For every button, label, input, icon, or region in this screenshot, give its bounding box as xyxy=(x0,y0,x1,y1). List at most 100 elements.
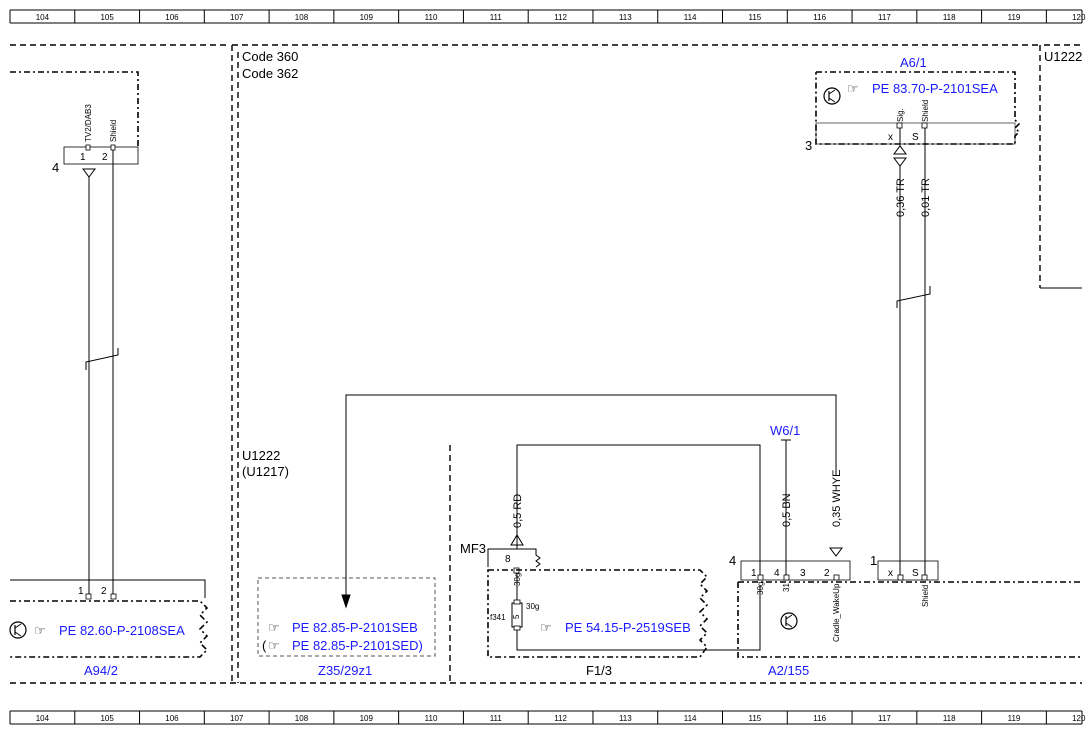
a6-1-component: A6/1 ☞ PE 83.70-P-2101SEA Sig. Shield x … xyxy=(805,55,1021,153)
ruler-column-label: 111 xyxy=(490,714,503,723)
hand-pointer-icon: ☞ xyxy=(268,620,280,635)
pin-label-shield-left: Shield xyxy=(109,120,118,142)
transistor-icon xyxy=(9,621,27,639)
ruler-column-label: 115 xyxy=(749,13,762,22)
a2-155-component: 4 1 4 3 2 30g 31 Cradle_WakeUp A2/155 xyxy=(729,553,1082,678)
ruler-column-label: 117 xyxy=(878,13,891,22)
a2-pin-label-30g: 30g xyxy=(756,582,765,595)
ruler-column-label: 118 xyxy=(943,13,956,22)
ruler-column-label: 106 xyxy=(165,714,179,723)
ruler-column-label: 104 xyxy=(36,714,50,723)
u1217-label: (U1217) xyxy=(242,464,289,479)
ruler-column-label: 112 xyxy=(554,714,567,723)
section-boundaries xyxy=(10,44,1082,684)
ruler-column-label: 114 xyxy=(684,13,697,22)
transistor-icon xyxy=(780,612,798,630)
a94-ref-link[interactable]: PE 82.60-P-2108SEA xyxy=(59,623,185,638)
a94-2-component: 1 2 ☞ PE 82.60-P-2108SEA A94/2 xyxy=(9,579,209,678)
ruler-column-label: 115 xyxy=(749,714,762,723)
ruler-column-label: 111 xyxy=(490,13,503,22)
wire-bn-label: 0,5 BN xyxy=(781,493,793,527)
ruler-column-label: 116 xyxy=(813,714,826,723)
right-connector-number: 1 xyxy=(870,553,877,568)
hand-pointer-icon: ☞ xyxy=(847,81,859,96)
a6-pin-label-sig: Sig. xyxy=(896,108,905,122)
left-top-component: TV2/DAB3 Shield 1 2 4 xyxy=(10,71,139,178)
ruler-column-label: 104 xyxy=(36,13,50,22)
ruler-column-label: 107 xyxy=(230,13,244,22)
u1222-top-label: U1222 xyxy=(1044,49,1082,64)
a2-pin-1: 1 xyxy=(751,568,757,579)
wire-rd-label: 0,5 RD xyxy=(512,494,524,528)
rd-wire xyxy=(510,444,761,575)
left-wires xyxy=(85,150,119,595)
a6-ref-link[interactable]: PE 83.70-P-2101SEA xyxy=(872,81,998,96)
hand-pointer-icon: ☞ xyxy=(268,638,280,653)
ruler-column-label: 107 xyxy=(230,714,244,723)
a94-pin-2: 2 xyxy=(101,586,107,597)
transistor-icon xyxy=(823,87,841,105)
ruler-column-label: 110 xyxy=(425,714,438,723)
a2-155-name[interactable]: A2/155 xyxy=(768,663,809,678)
ruler-column-label: 109 xyxy=(360,714,374,723)
pin-1-left: 1 xyxy=(80,152,86,163)
z35-ref1-link[interactable]: PE 82.85-P-2101SEB xyxy=(292,620,418,635)
a6-pin-label-shield: Shield xyxy=(921,100,930,122)
ruler-bottom: 104 105 106 107 108 109 110 111 112 113 114 115 116 1… xyxy=(9,710,1086,725)
code-362-label: Code 362 xyxy=(242,66,298,81)
a2-pin-2: 2 xyxy=(824,568,830,579)
ruler-column-label: 119 xyxy=(1008,714,1021,723)
ruler-column-label: 105 xyxy=(100,714,114,723)
right-pin-s: S xyxy=(912,568,919,579)
ruler-column-label: 108 xyxy=(295,714,309,723)
right-pin-label-shield: Shield xyxy=(921,585,930,607)
ruler-column-label: 113 xyxy=(619,714,632,723)
f1-3-name[interactable]: F1/3 xyxy=(586,663,612,678)
ruler-column-label: 105 xyxy=(100,13,114,22)
a2-155-number: 4 xyxy=(729,553,736,568)
w6-1-name[interactable]: W6/1 xyxy=(770,423,800,438)
a6-pin-s: S xyxy=(912,132,919,143)
a94-pin-1: 1 xyxy=(78,586,84,597)
a94-2-name[interactable]: A94/2 xyxy=(84,663,118,678)
z35-component: ☞ PE 82.85-P-2101SEB ( ☞ PE 82.85-P-2101… xyxy=(257,577,436,678)
a2-pin-4: 4 xyxy=(774,568,780,579)
ruler-column-label: 112 xyxy=(554,13,567,22)
ruler-column-label: 109 xyxy=(360,13,374,22)
whye-wire-path xyxy=(341,394,837,609)
code-360-label: Code 360 xyxy=(242,49,298,64)
w6-1-component: W6/1 xyxy=(770,423,800,575)
wire-036-tr-label: 0,36 TR xyxy=(895,178,907,217)
ruler-column-label: 118 xyxy=(943,714,956,723)
z35-ref2-link[interactable]: PE 82.85-P-2101SED) xyxy=(292,638,423,653)
a6-1-name[interactable]: A6/1 xyxy=(900,55,927,70)
pin-2-left: 2 xyxy=(102,152,108,163)
ruler-column-label: 108 xyxy=(295,13,309,22)
f1-fuse-id: f341 xyxy=(490,613,506,622)
f1-3-component: MF3 8 30g 5 30g f341 ☞ PE 54.15-P-2519SE… xyxy=(460,541,761,678)
wire-whye-label: 0,35 WHYE xyxy=(831,470,843,527)
f1-ref-link[interactable]: PE 54.15-P-2519SEB xyxy=(565,620,691,635)
a2-pin-label-cradle: Cradle_WakeUp xyxy=(832,583,841,642)
ruler-column-label: 116 xyxy=(813,13,826,22)
f1-fuse-side-label: 30g xyxy=(526,602,539,611)
hand-pointer-icon: ☞ xyxy=(540,620,552,635)
mf3-label: MF3 xyxy=(460,541,486,556)
ruler-column-label: 114 xyxy=(684,714,697,723)
right-pin-x: x xyxy=(888,568,893,579)
a6-number: 3 xyxy=(805,138,812,153)
z35-ref2-paren: ( xyxy=(262,638,267,653)
right-connector: 1 x S Shield xyxy=(870,553,939,607)
a2-pin-label-31: 31 xyxy=(782,583,791,592)
f1-fuse-value: 5 xyxy=(512,614,521,619)
a6-pin-x: x xyxy=(888,132,893,143)
ruler-column-label: 113 xyxy=(619,13,632,22)
pin-label-tv2-dab3: TV2/DAB3 xyxy=(84,104,93,142)
f1-pin-8: 8 xyxy=(505,554,511,565)
ruler-column-label: 106 xyxy=(165,13,179,22)
u1222-mid-label: U1222 xyxy=(242,448,280,463)
z35-name[interactable]: Z35/29z1 xyxy=(318,663,372,678)
connector-number-left: 4 xyxy=(52,160,59,175)
